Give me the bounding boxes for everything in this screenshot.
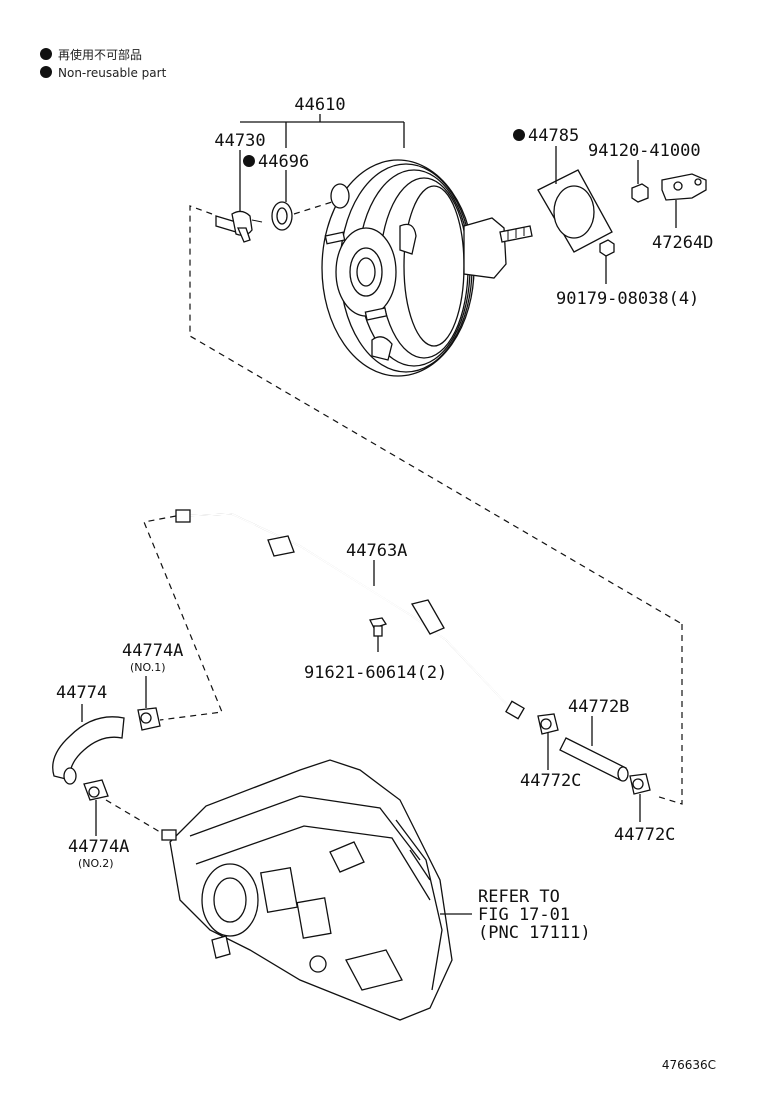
label-44763A: 44763A bbox=[346, 541, 407, 561]
label-47264D: 47264D bbox=[652, 233, 713, 253]
bolt-91621 bbox=[369, 617, 388, 652]
label-90179: 90179-08038(4) bbox=[556, 289, 699, 309]
clip-44772C-1 bbox=[537, 713, 559, 770]
hose-44774 bbox=[52, 704, 125, 785]
clip-44772C-2 bbox=[629, 773, 651, 822]
label-44785: 44785 bbox=[528, 126, 579, 146]
legend-non-reusable-en: Non-reusable part bbox=[40, 66, 166, 80]
refer-line-1: REFER TO bbox=[478, 887, 560, 907]
intake-manifold-ref bbox=[161, 759, 472, 1021]
label-44696: 44696 bbox=[258, 152, 309, 172]
label-44774A-no1-sub: (NO.1) bbox=[130, 661, 166, 674]
label-44774A-no2: 44774A bbox=[68, 837, 129, 857]
label-94120: 94120-41000 bbox=[588, 141, 701, 161]
label-44610: 44610 bbox=[294, 95, 345, 115]
clip-44774A-no1 bbox=[137, 676, 161, 731]
dashed-route-right bbox=[655, 624, 683, 805]
non-reusable-dot-icon bbox=[40, 66, 52, 78]
refer-line-3: (PNC 17111) bbox=[478, 923, 591, 943]
label-44774A-no2-sub: (NO.2) bbox=[78, 857, 114, 870]
dashed-route-left bbox=[189, 205, 683, 625]
label-44774A-no1: 44774A bbox=[122, 641, 183, 661]
grommet-44696 bbox=[271, 201, 333, 231]
bracket-47264D bbox=[661, 173, 707, 228]
vacuum-pipe-44763A bbox=[175, 509, 525, 720]
clip-44774A-no2 bbox=[83, 779, 161, 836]
gasket-44785 bbox=[537, 146, 613, 253]
label-44772C-1: 44772C bbox=[520, 771, 581, 791]
non-reusable-dot-icon bbox=[40, 48, 52, 60]
figure-code: 476636C bbox=[661, 1058, 716, 1072]
label-44772B: 44772B bbox=[568, 697, 629, 717]
label-44772C-2: 44772C bbox=[614, 825, 675, 845]
brake-booster-44610 bbox=[321, 159, 533, 377]
check-valve-44730 bbox=[215, 210, 263, 243]
non-reusable-dot-icon bbox=[243, 155, 255, 167]
hose-44772B bbox=[559, 716, 629, 782]
non-reusable-dot-icon bbox=[513, 129, 525, 141]
nut-90179 bbox=[599, 239, 615, 284]
nut-94120 bbox=[631, 160, 649, 203]
label-44730: 44730 bbox=[214, 131, 265, 151]
label-91621: 91621-60614(2) bbox=[304, 663, 447, 683]
legend-non-reusable-jp: 再使用不可部品 bbox=[40, 46, 142, 63]
label-44774: 44774 bbox=[56, 683, 107, 703]
leader-44610 bbox=[239, 114, 405, 214]
dashed-route-pipe bbox=[143, 515, 223, 721]
refer-line-2: FIG 17-01 bbox=[478, 905, 570, 925]
